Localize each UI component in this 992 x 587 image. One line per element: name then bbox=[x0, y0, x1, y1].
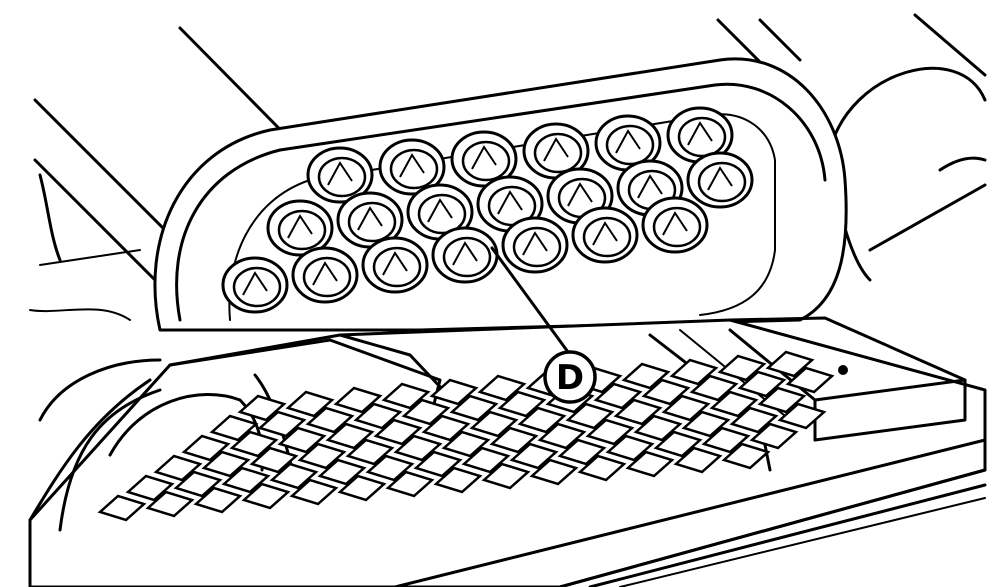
fin bbox=[593, 382, 643, 410]
fin bbox=[777, 402, 827, 430]
fin bbox=[481, 462, 531, 490]
fin bbox=[661, 394, 711, 422]
nozzle-hole bbox=[406, 183, 474, 241]
fin bbox=[201, 450, 251, 478]
fin bbox=[497, 390, 547, 418]
fin bbox=[317, 458, 367, 486]
fin bbox=[669, 358, 719, 386]
fin bbox=[125, 474, 175, 502]
fin bbox=[689, 374, 739, 402]
fin bbox=[393, 434, 443, 462]
fin bbox=[729, 406, 779, 434]
nozzle-hole bbox=[306, 146, 374, 204]
burner-holes bbox=[221, 106, 754, 314]
fin bbox=[337, 474, 387, 502]
fin bbox=[517, 406, 567, 434]
fin bbox=[277, 426, 327, 454]
nozzle-hole bbox=[641, 196, 709, 254]
fin bbox=[209, 414, 259, 442]
nozzle-hole bbox=[501, 216, 569, 274]
fin bbox=[249, 446, 299, 474]
fin bbox=[673, 446, 723, 474]
fin bbox=[413, 450, 463, 478]
fin bbox=[621, 362, 671, 390]
fin bbox=[365, 454, 415, 482]
fin bbox=[353, 402, 403, 430]
nozzle-hole bbox=[378, 138, 446, 196]
fin bbox=[509, 442, 559, 470]
fin bbox=[653, 430, 703, 458]
fin bbox=[237, 394, 287, 422]
fin bbox=[433, 466, 483, 494]
callout-circle bbox=[543, 350, 597, 404]
fin bbox=[605, 434, 655, 462]
callout-d: D bbox=[490, 246, 597, 404]
fin bbox=[297, 442, 347, 470]
fin bbox=[641, 378, 691, 406]
nozzle-hole bbox=[686, 151, 754, 209]
fin bbox=[257, 410, 307, 438]
fin bbox=[537, 422, 587, 450]
fin bbox=[633, 414, 683, 442]
fin bbox=[381, 382, 431, 410]
fin bbox=[765, 350, 815, 378]
fin bbox=[489, 426, 539, 454]
fin bbox=[97, 494, 147, 522]
fin bbox=[625, 450, 675, 478]
fin bbox=[449, 394, 499, 422]
fin bbox=[241, 482, 291, 510]
fin bbox=[429, 378, 479, 406]
burner-fins bbox=[97, 350, 835, 522]
fin bbox=[717, 354, 767, 382]
fin bbox=[145, 490, 195, 518]
fin bbox=[193, 486, 243, 514]
fin bbox=[709, 390, 759, 418]
fin bbox=[345, 438, 395, 466]
nozzle-hole bbox=[291, 246, 359, 304]
fin bbox=[557, 438, 607, 466]
fin bbox=[529, 458, 579, 486]
fin bbox=[721, 442, 771, 470]
fin bbox=[585, 418, 635, 446]
nozzle-hole bbox=[221, 256, 289, 314]
fin bbox=[785, 366, 835, 394]
fin bbox=[305, 406, 355, 434]
fin bbox=[181, 434, 231, 462]
nozzle-hole bbox=[450, 130, 518, 188]
fin bbox=[565, 402, 615, 430]
fin bbox=[701, 426, 751, 454]
fin bbox=[401, 398, 451, 426]
fin bbox=[577, 454, 627, 482]
nozzle-hole bbox=[431, 226, 499, 284]
fin bbox=[221, 466, 271, 494]
fin bbox=[385, 470, 435, 498]
fin bbox=[613, 398, 663, 426]
fin bbox=[757, 386, 807, 414]
nozzle-hole bbox=[571, 206, 639, 264]
fin bbox=[681, 410, 731, 438]
fin bbox=[285, 390, 335, 418]
fin bbox=[461, 446, 511, 474]
fin bbox=[153, 454, 203, 482]
fin bbox=[325, 422, 375, 450]
fin bbox=[289, 478, 339, 506]
callout-label: D bbox=[556, 358, 584, 398]
right-cover-part bbox=[828, 66, 987, 282]
fin bbox=[269, 462, 319, 490]
fin bbox=[333, 386, 383, 414]
fin bbox=[229, 430, 279, 458]
fin bbox=[373, 418, 423, 446]
nozzle-hole bbox=[361, 236, 429, 294]
fin bbox=[421, 414, 471, 442]
nozzle-hole bbox=[266, 199, 334, 257]
burner-housing bbox=[28, 316, 987, 587]
fin bbox=[477, 374, 527, 402]
fin bbox=[173, 470, 223, 498]
fin bbox=[749, 422, 799, 450]
fin bbox=[737, 370, 787, 398]
fin bbox=[441, 430, 491, 458]
fin bbox=[469, 410, 519, 438]
